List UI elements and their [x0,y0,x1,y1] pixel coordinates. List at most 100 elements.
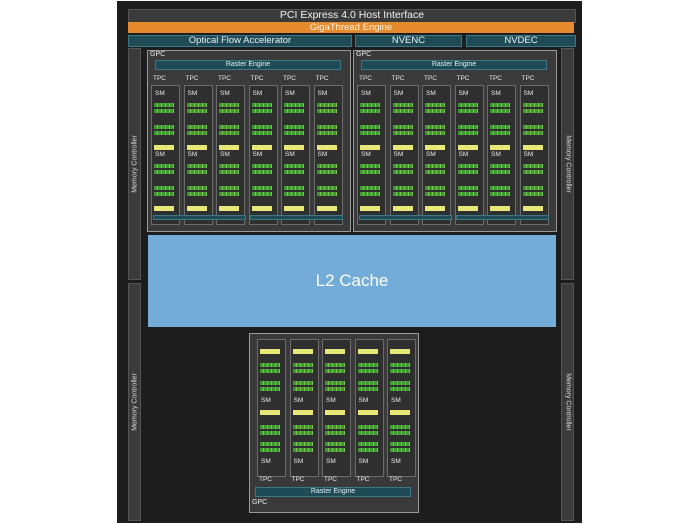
cuda-cores [522,164,543,168]
l2-cache: L2 Cache [148,235,556,327]
tpc-block [322,339,351,477]
rt-core [522,145,543,150]
cuda-cores [316,192,337,196]
rt-core [357,410,378,415]
cuda-cores [316,170,337,174]
gpc-footer [456,215,549,220]
tpc-block [389,85,419,225]
rt-core [425,145,445,150]
cuda-cores [457,103,478,107]
memory-controller-right-bottom: Memory Controller [561,283,574,521]
rt-core [260,410,280,415]
cuda-cores [392,170,413,174]
sm-label: SM [261,397,271,404]
cuda-cores [522,103,543,107]
cuda-cores [325,431,345,435]
rt-core [360,206,380,211]
sm-label: SM [523,151,534,158]
cuda-cores [325,369,345,373]
cuda-cores [219,125,239,129]
cuda-cores [390,431,410,435]
cuda-cores [260,363,280,367]
cuda-cores [490,109,510,113]
cuda-cores [357,448,378,452]
tpc-label: TPC [521,75,535,82]
cuda-cores [357,369,378,373]
cuda-cores [522,186,543,190]
cuda-cores [316,164,337,168]
cuda-cores [154,186,174,190]
cuda-cores [457,192,478,196]
tpc-block [454,85,484,225]
cuda-cores [316,125,337,129]
rt-core [186,206,207,211]
cuda-cores [186,125,207,129]
cuda-cores [186,109,207,113]
sm-label: SM [155,151,165,158]
rt-core [154,206,174,211]
cuda-cores [392,164,413,168]
cuda-cores [457,109,478,113]
cuda-cores [154,192,174,196]
tpc-label: TPC [250,75,264,82]
cuda-cores [260,425,280,429]
sm-label: SM [326,458,336,465]
cuda-cores [360,186,380,190]
rt-core [390,410,410,415]
cuda-cores [316,131,337,135]
memory-controller-label: Memory Controller [131,135,138,193]
cuda-cores [251,109,272,113]
sm-label: SM [361,151,371,158]
memory-controller-label: Memory Controller [564,135,571,193]
cuda-cores [390,387,410,391]
tpc-block [151,85,180,225]
cuda-cores [360,125,380,129]
tpc-block [354,339,384,477]
rt-core [154,145,174,150]
rt-core [357,349,378,354]
cuda-cores [392,192,413,196]
cuda-cores [490,131,510,135]
sm-label: SM [220,151,230,158]
rt-core [390,349,410,354]
cuda-cores [360,109,380,113]
rt-core [186,145,207,150]
rt-core [490,145,510,150]
tpc-block [281,85,310,225]
cuda-cores [292,448,313,452]
tpc-block [422,85,451,225]
cuda-cores [490,192,510,196]
rt-core [360,145,380,150]
cuda-cores [251,186,272,190]
cuda-cores [219,170,239,174]
cuda-cores [260,431,280,435]
cuda-cores [219,109,239,113]
cuda-cores [260,387,280,391]
gpc-label: GPC [252,499,268,506]
rt-core [316,145,337,150]
cuda-cores [357,381,378,385]
cuda-cores [292,363,313,367]
cuda-cores [260,442,280,446]
sm-label: SM [358,458,369,465]
cuda-cores [292,387,313,391]
tpc-label: TPC [391,75,405,82]
cuda-cores [490,125,510,129]
sm-label: SM [358,397,369,404]
cuda-cores [390,363,410,367]
rt-core [251,206,272,211]
cuda-cores [490,103,510,107]
cuda-cores [154,131,174,135]
cuda-cores [392,125,413,129]
cuda-cores [284,109,304,113]
cuda-cores [284,164,304,168]
cuda-cores [425,131,445,135]
sm-label: SM [391,397,401,404]
tpc-label: TPC [283,75,296,82]
rt-core [325,410,345,415]
memory-controller-label: Memory Controller [564,373,571,431]
cuda-cores [392,103,413,107]
sm-label: SM [293,458,304,465]
cuda-cores [425,103,445,107]
cuda-cores [425,164,445,168]
